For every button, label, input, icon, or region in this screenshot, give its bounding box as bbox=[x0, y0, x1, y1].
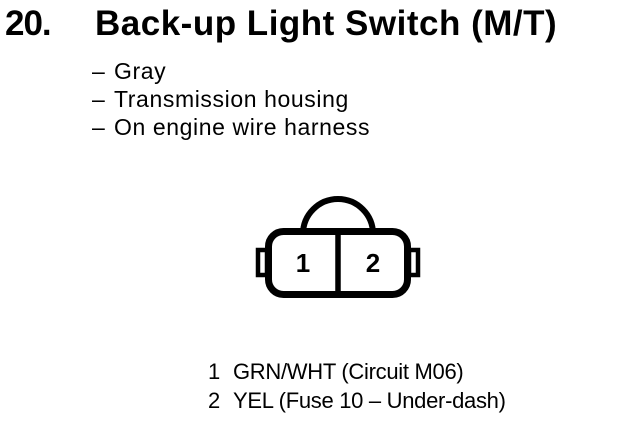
notes-list: – Gray – Transmission housing – On engin… bbox=[92, 57, 370, 141]
pin-1-number: 1 bbox=[296, 248, 310, 278]
note-dash: – bbox=[92, 58, 106, 84]
note-text: Transmission housing bbox=[114, 86, 349, 112]
note-item: – Transmission housing bbox=[92, 85, 370, 113]
note-item: – Gray bbox=[92, 57, 370, 85]
note-text: Gray bbox=[114, 58, 167, 84]
connector-diagram: 1 2 bbox=[245, 190, 435, 312]
pin-legend: 1 GRN/WHT (Circuit M06) 2 YEL (Fuse 10 –… bbox=[208, 357, 506, 415]
legend-entry: 1 GRN/WHT (Circuit M06) bbox=[208, 357, 506, 386]
note-dash: – bbox=[92, 86, 106, 112]
connector-lock-arc bbox=[300, 196, 376, 235]
note-dash: – bbox=[92, 114, 106, 140]
page-title: Back-up Light Switch (M/T) bbox=[95, 4, 558, 43]
legend-pin-label: GRN/WHT (Circuit M06) bbox=[233, 359, 464, 384]
legend-pin-number: 1 bbox=[208, 359, 220, 384]
pin-2-number: 2 bbox=[366, 248, 380, 278]
section-header: 20. Back-up Light Switch (M/T) bbox=[5, 6, 619, 42]
note-item: – On engine wire harness bbox=[92, 113, 370, 141]
legend-pin-label: YEL (Fuse 10 – Under-dash) bbox=[233, 388, 506, 413]
note-text: On engine wire harness bbox=[114, 114, 371, 140]
legend-entry: 2 YEL (Fuse 10 – Under-dash) bbox=[208, 386, 506, 415]
section-number: 20. bbox=[5, 4, 52, 43]
connector-drawing: 1 2 bbox=[255, 196, 421, 298]
legend-pin-number: 2 bbox=[208, 388, 220, 413]
